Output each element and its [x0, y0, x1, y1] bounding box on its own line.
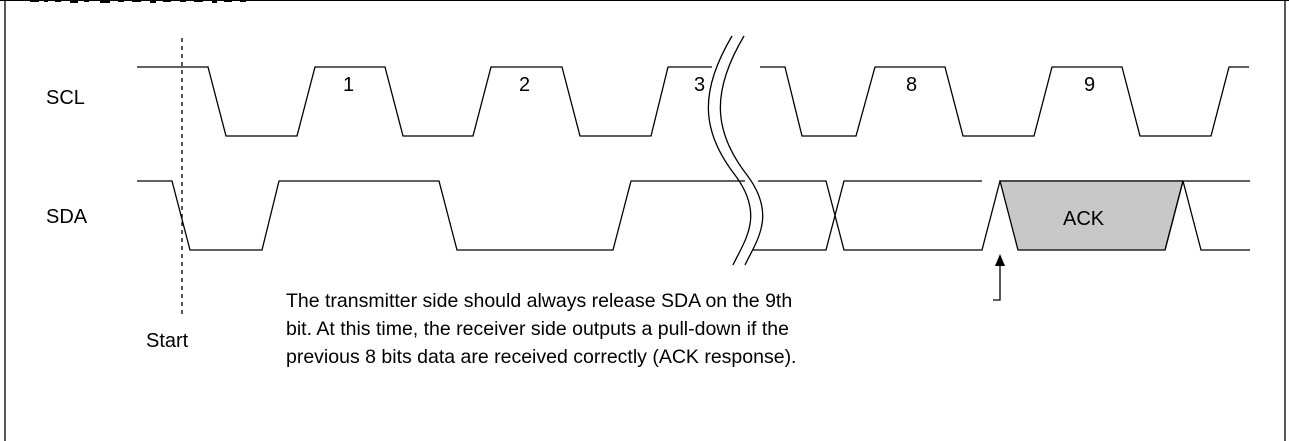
ack-label: ACK — [1063, 208, 1105, 230]
scl-waveform-after-break — [760, 66, 1249, 137]
bit-label-8: 8 — [906, 74, 917, 96]
scl-waveform — [137, 66, 712, 137]
start-label: Start — [146, 330, 189, 352]
bit-label-3: 3 — [694, 74, 705, 96]
annotation-leader-line — [993, 264, 1001, 301]
annotation-line-1: The transmitter side should always relea… — [286, 290, 792, 312]
annotation-line-2: bit. At this time, the receiver side out… — [286, 318, 789, 340]
bit-label-2: 2 — [519, 74, 530, 96]
sda-waveform — [137, 180, 745, 251]
bit-label-9: 9 — [1084, 74, 1095, 96]
bit-label-1: 1 — [343, 74, 354, 96]
caption-glyph-fragments — [30, 0, 246, 3]
break-mark-left — [707, 35, 752, 266]
break-mark-right — [719, 35, 764, 266]
annotation-arrowhead — [995, 254, 1005, 266]
caption-fragment — [0, 0, 1289, 1]
sda-waveform-end — [1164, 180, 1250, 251]
annotation-line-3: previous 8 bits data are received correc… — [286, 346, 796, 368]
sda-label: SDA — [46, 206, 88, 228]
diagram-frame — [4, 0, 1286, 441]
scl-label: SCL — [46, 87, 85, 109]
sda-waveform-after-break — [752, 180, 982, 251]
